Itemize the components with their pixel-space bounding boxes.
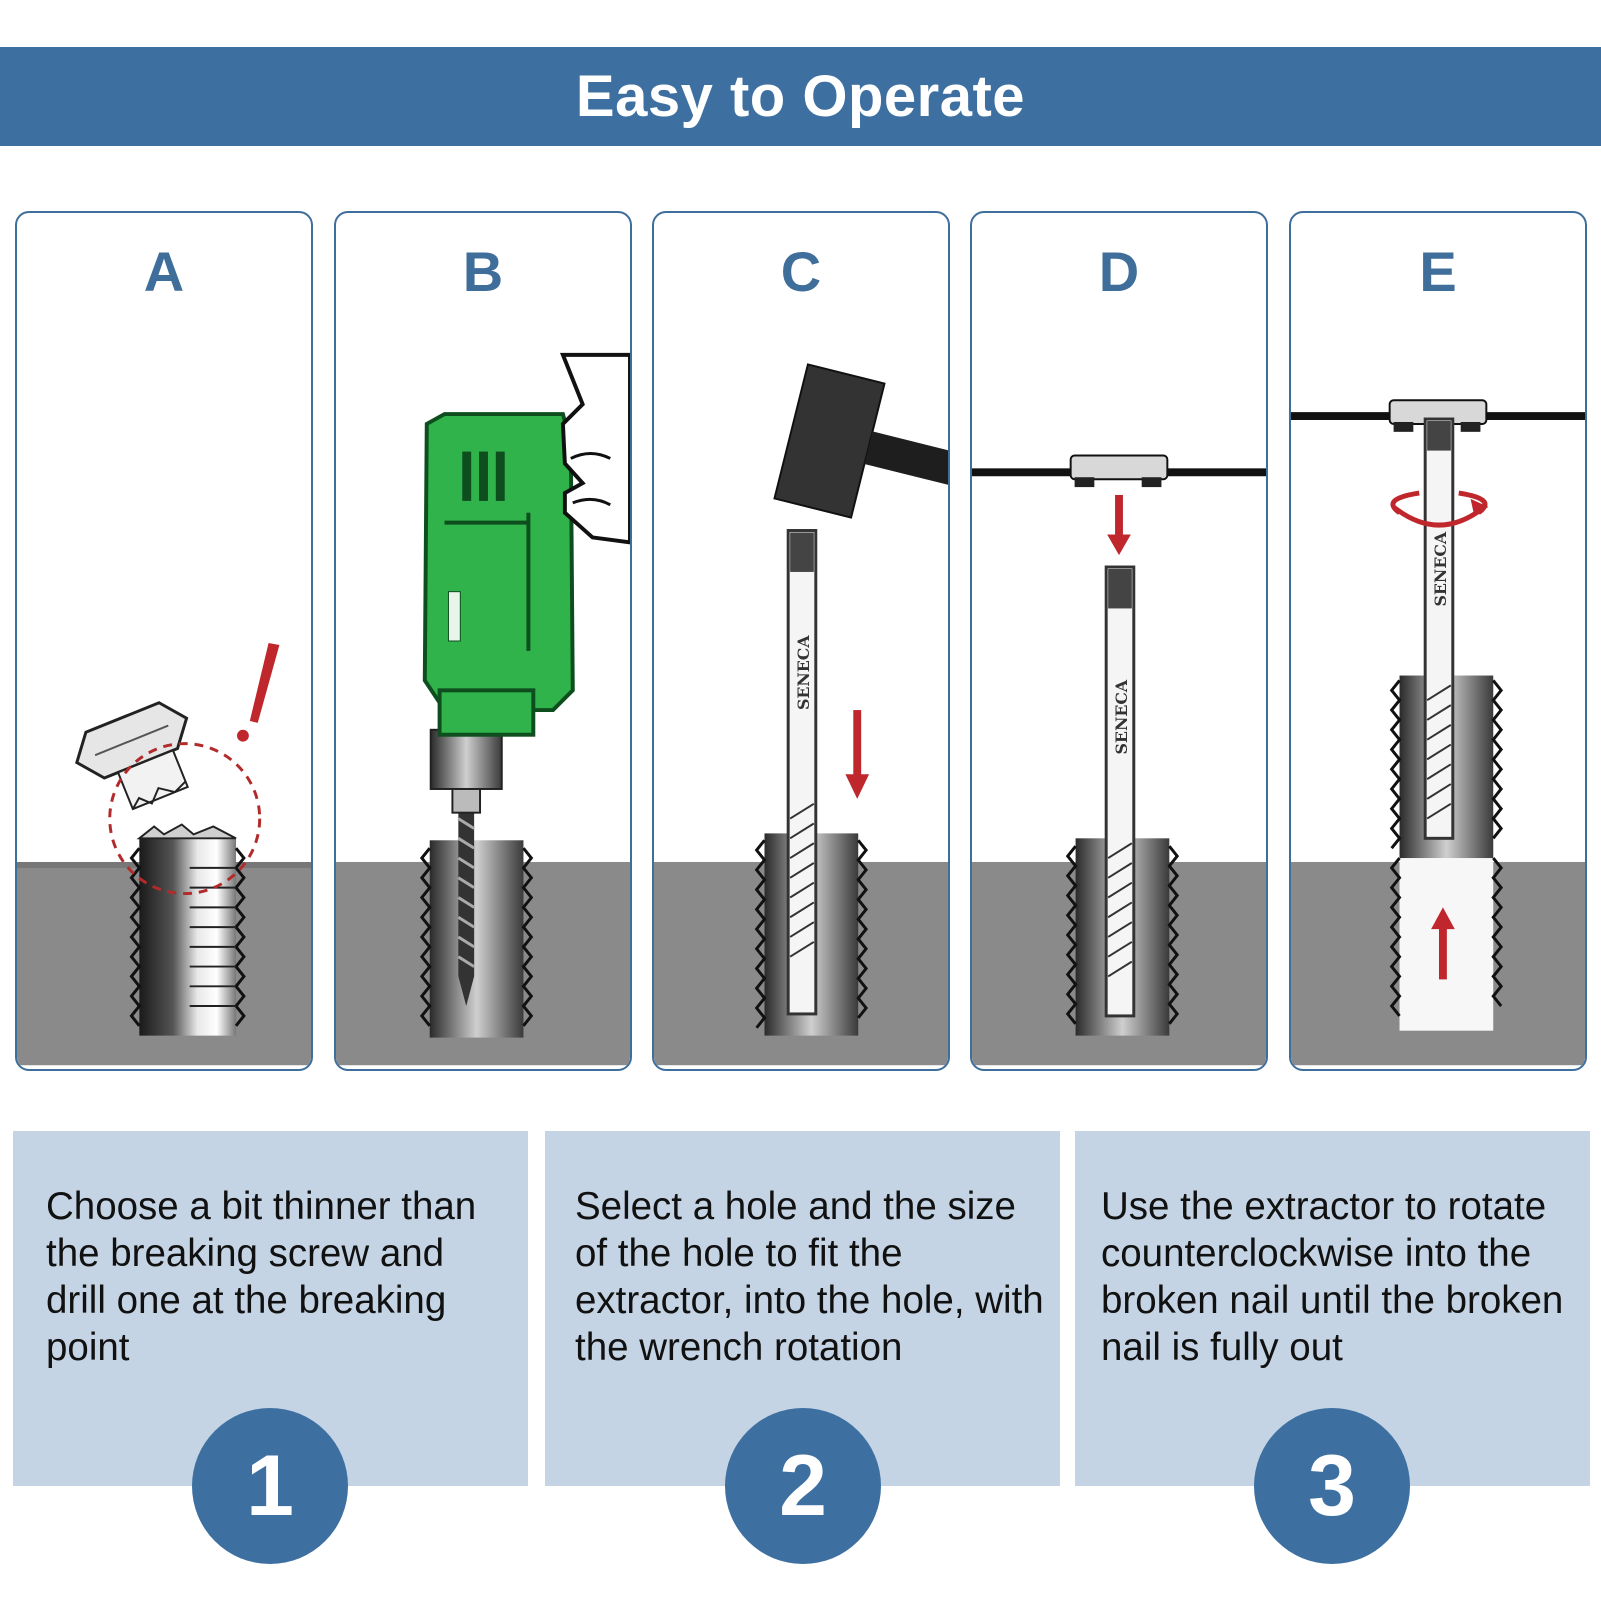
broken-screw-icon [17,642,311,1066]
extractor-brand-label: SENECA [794,635,813,710]
header-banner: Easy to Operate [0,47,1601,146]
step-number-badge: 2 [725,1408,881,1564]
extractor-brand-label: SENECA [1112,679,1131,754]
hammer-extractor-icon: SENECA [654,363,948,1066]
wrench-extractor-icon: SENECA [972,454,1266,1066]
panel-letter: D [1098,240,1140,303]
power-drill-icon [336,352,630,1066]
step-panel-e: E SENECA [1289,211,1587,1071]
panel-letter: B [462,240,504,303]
extract-screw-icon: SENECA [1291,399,1585,1066]
extractor-brand-label: SENECA [1431,531,1450,606]
step-description: Use the extractor to rotate counterclock… [1101,1185,1564,1369]
step-box-2: Select a hole and the size of the hole t… [545,1131,1060,1486]
panel-letter: C [780,240,822,303]
step-number-badge: 1 [192,1408,348,1564]
page-title: Easy to Operate [575,64,1026,129]
panel-letter: E [1419,240,1457,303]
step-description: Select a hole and the size of the hole t… [575,1185,1044,1369]
step-panel-d: D SENECA [970,211,1268,1071]
step-panel-b: B [334,211,632,1071]
step-panel-a: A [15,211,313,1071]
step-number-badge: 3 [1254,1408,1410,1564]
step-description: Choose a bit thinner than the breaking s… [46,1185,477,1369]
panel-letter: A [143,240,185,303]
step-panel-c: C SENECA [652,211,950,1071]
